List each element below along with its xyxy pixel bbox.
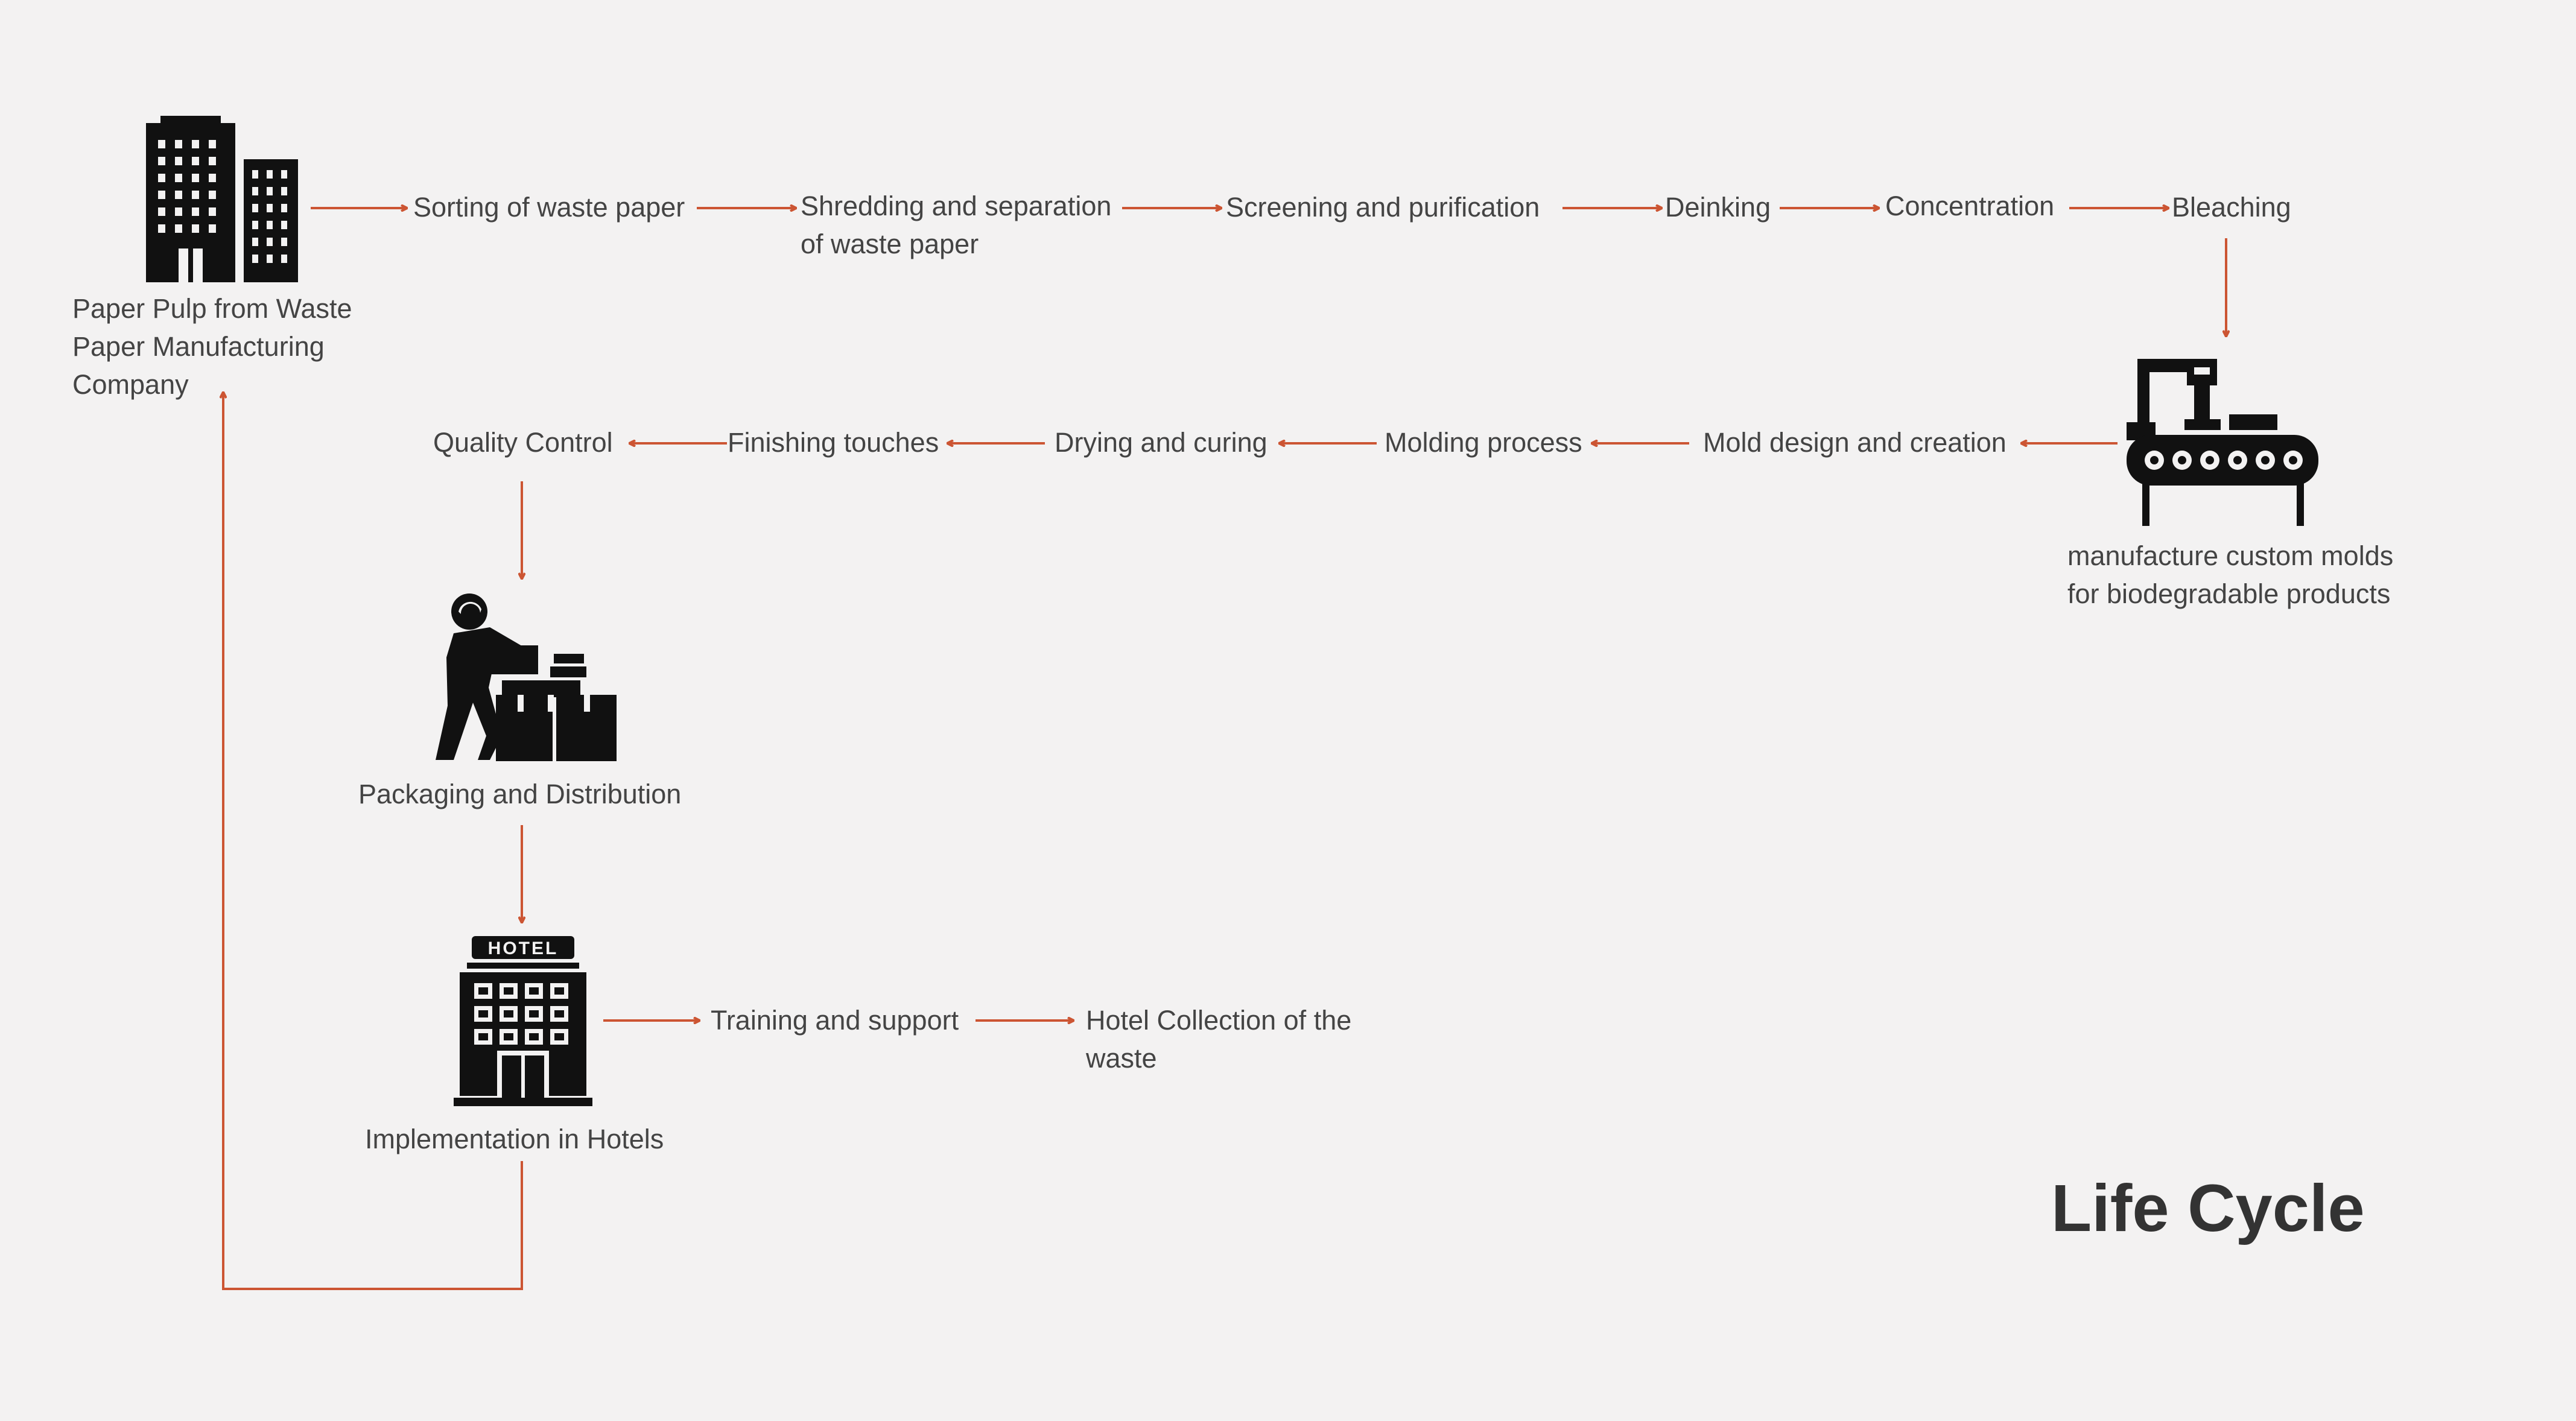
- node-collection: Hotel Collection of the waste: [1086, 1005, 1352, 1074]
- node-mold-design: Mold design and creation: [1703, 427, 2007, 458]
- node-molds-line2: for biodegradable products: [2067, 578, 2391, 609]
- node-implementation: Implementation in Hotels: [365, 1124, 664, 1154]
- node-quality: Quality Control: [433, 427, 613, 458]
- node-concentration: Concentration: [1885, 191, 2055, 221]
- node-finishing: Finishing touches: [728, 427, 939, 458]
- conveyor-robot-icon: [2127, 359, 2318, 526]
- worker-boxes-icon: [436, 593, 617, 761]
- node-bleaching: Bleaching: [2172, 192, 2291, 223]
- hotel-building-icon: HOTEL: [454, 936, 592, 1106]
- page-title: Life Cycle: [2051, 1171, 2365, 1245]
- node-molds-line1: manufacture custom molds: [2067, 540, 2394, 571]
- hotel-sign-text: HOTEL: [488, 938, 559, 958]
- node-training: Training and support: [711, 1005, 959, 1036]
- node-drying: Drying and curing: [1055, 427, 1267, 458]
- node-sorting: Sorting of waste paper: [413, 192, 685, 223]
- arrow-hotels-loop-back-to-company: [223, 392, 523, 1290]
- node-screening: Screening and purification: [1226, 192, 1540, 223]
- node-molding: Molding process: [1385, 427, 1582, 458]
- node-shredding-line1: Shredding and separation: [801, 191, 1112, 221]
- node-packaging: Packaging and Distribution: [358, 779, 682, 809]
- node-company: Paper Pulp from Waste Paper Manufacturin…: [72, 293, 352, 400]
- office-buildings-icon: [146, 116, 298, 282]
- node-shredding-line2: of waste paper: [801, 229, 979, 259]
- node-deinking: Deinking: [1665, 192, 1771, 223]
